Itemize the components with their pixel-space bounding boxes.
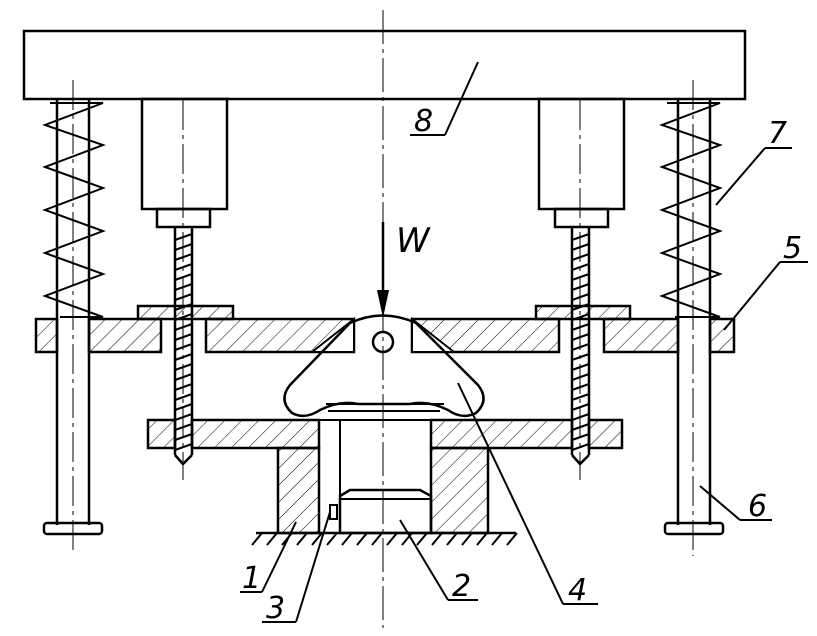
label-2: 2 bbox=[452, 569, 471, 604]
left-cylinder bbox=[140, 97, 229, 229]
top-plate bbox=[22, 29, 747, 101]
movable-plate bbox=[34, 304, 736, 354]
label-5: 5 bbox=[783, 231, 802, 266]
left-lead-screw bbox=[173, 227, 194, 466]
ground-hatch bbox=[251, 531, 518, 546]
label-3: 3 bbox=[266, 591, 285, 626]
leaders bbox=[240, 61, 808, 623]
right-cylinder bbox=[537, 97, 626, 229]
sensor-wire bbox=[329, 504, 338, 520]
label-4: 4 bbox=[568, 573, 587, 608]
right-spring bbox=[659, 102, 723, 318]
load-sensor bbox=[338, 488, 433, 535]
lever bbox=[283, 314, 485, 418]
load-arrow bbox=[377, 222, 389, 318]
right-guide-rod bbox=[663, 99, 725, 536]
label-6: 6 bbox=[748, 489, 767, 524]
label-7: 7 bbox=[768, 116, 787, 151]
left-spring bbox=[42, 102, 106, 318]
left-guide-rod bbox=[42, 99, 104, 536]
label-8: 8 bbox=[414, 104, 433, 139]
label-1: 1 bbox=[242, 561, 261, 596]
base-housing bbox=[146, 418, 624, 535]
load-label: W bbox=[396, 221, 431, 261]
right-lead-screw bbox=[570, 227, 591, 466]
